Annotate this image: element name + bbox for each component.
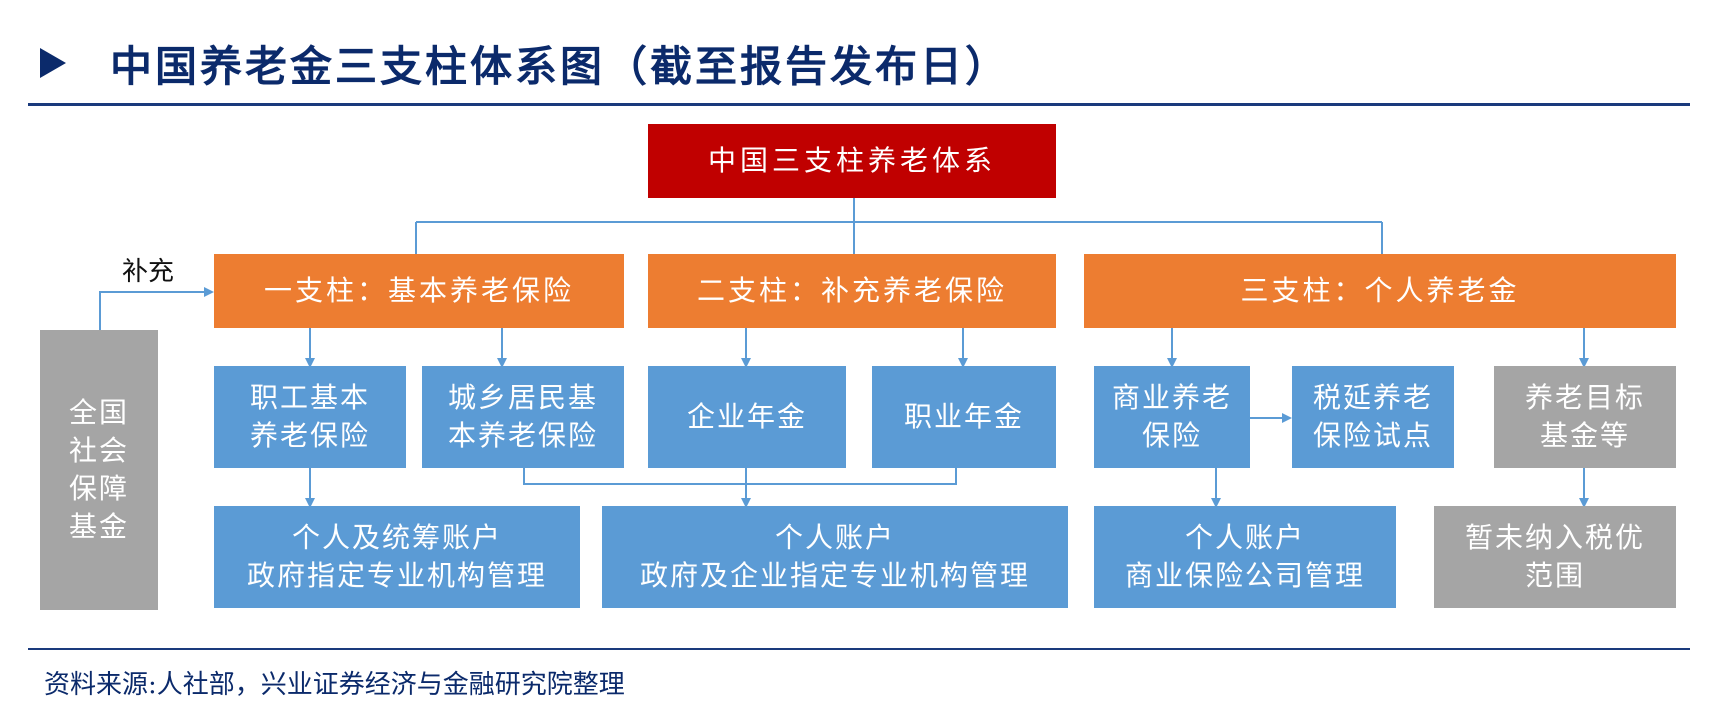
employee-basic-label: 职工基本 养老保险 — [249, 381, 370, 452]
pillar2-merge-line — [523, 468, 957, 485]
target-funds-node: 养老目标 基金等 — [1494, 366, 1676, 468]
pillar3-commercial-account-label: 个人账户 商业保险公司管理 — [1124, 521, 1365, 592]
pillar3-commercial-account-node: 个人账户 商业保险公司管理 — [1094, 506, 1396, 608]
tax-deferred-pilot-label: 税延养老 保险试点 — [1312, 381, 1433, 452]
tax-deferred-pilot-node: 税延养老 保险试点 — [1292, 366, 1454, 468]
enterprise-annuity-node: 企业年金 — [648, 366, 846, 468]
pillar1-account-label: 个人及统筹账户 政府指定专业机构管理 — [246, 521, 547, 592]
urban-rural-basic-label: 城乡居民基 本养老保险 — [447, 381, 598, 452]
pillar3-other-scope-node: 暂未纳入税优 范围 — [1434, 506, 1676, 608]
root-node: 中国三支柱养老体系 — [648, 124, 1056, 198]
occupational-annuity-node: 职业年金 — [872, 366, 1056, 468]
pillar-3-label: 三支柱：个人养老金 — [1240, 274, 1520, 308]
pillar-3-node: 三支柱：个人养老金 — [1084, 254, 1676, 328]
pillar3-other-scope-label: 暂未纳入税优 范围 — [1464, 521, 1645, 592]
enterprise-annuity-label: 企业年金 — [686, 400, 807, 434]
root-node-label: 中国三支柱养老体系 — [707, 144, 996, 178]
page-title-bar: 中国养老金三支柱体系图（截至报告发布日） — [40, 38, 1010, 91]
pillar-2-label: 二支柱：补充养老保险 — [696, 274, 1007, 308]
pillar-1-node: 一支柱：基本养老保险 — [214, 254, 624, 328]
commercial-insurance-label: 商业养老 保险 — [1111, 381, 1232, 452]
pillar2-account-node: 个人账户 政府及企业指定专业机构管理 — [602, 506, 1068, 608]
title-divider — [28, 103, 1690, 106]
pillar2-account-label: 个人账户 政府及企业指定专业机构管理 — [639, 521, 1030, 592]
occupational-annuity-label: 职业年金 — [903, 400, 1024, 434]
national-fund-label: 全国 社会 保障 基金 — [68, 396, 129, 543]
title-arrow-icon — [40, 48, 66, 78]
pillar1-account-node: 个人及统筹账户 政府指定专业机构管理 — [214, 506, 580, 608]
urban-rural-basic-node: 城乡居民基 本养老保险 — [422, 366, 624, 468]
page-title: 中国养老金三支柱体系图（截至报告发布日） — [110, 41, 1011, 91]
employee-basic-node: 职工基本 养老保险 — [214, 366, 406, 468]
commercial-insurance-node: 商业养老 保险 — [1094, 366, 1250, 468]
footer-divider — [28, 648, 1690, 650]
target-funds-label: 养老目标 基金等 — [1524, 381, 1645, 452]
supplement-label: 补充 — [122, 257, 175, 287]
pillar-1-label: 一支柱：基本养老保险 — [263, 274, 574, 308]
national-fund-node: 全国 社会 保障 基金 — [40, 330, 158, 610]
source-note: 资料来源:人社部，兴业证券经济与金融研究院整理 — [44, 670, 625, 700]
pillar-2-node: 二支柱：补充养老保险 — [648, 254, 1056, 328]
supplement-arrow — [99, 287, 214, 330]
